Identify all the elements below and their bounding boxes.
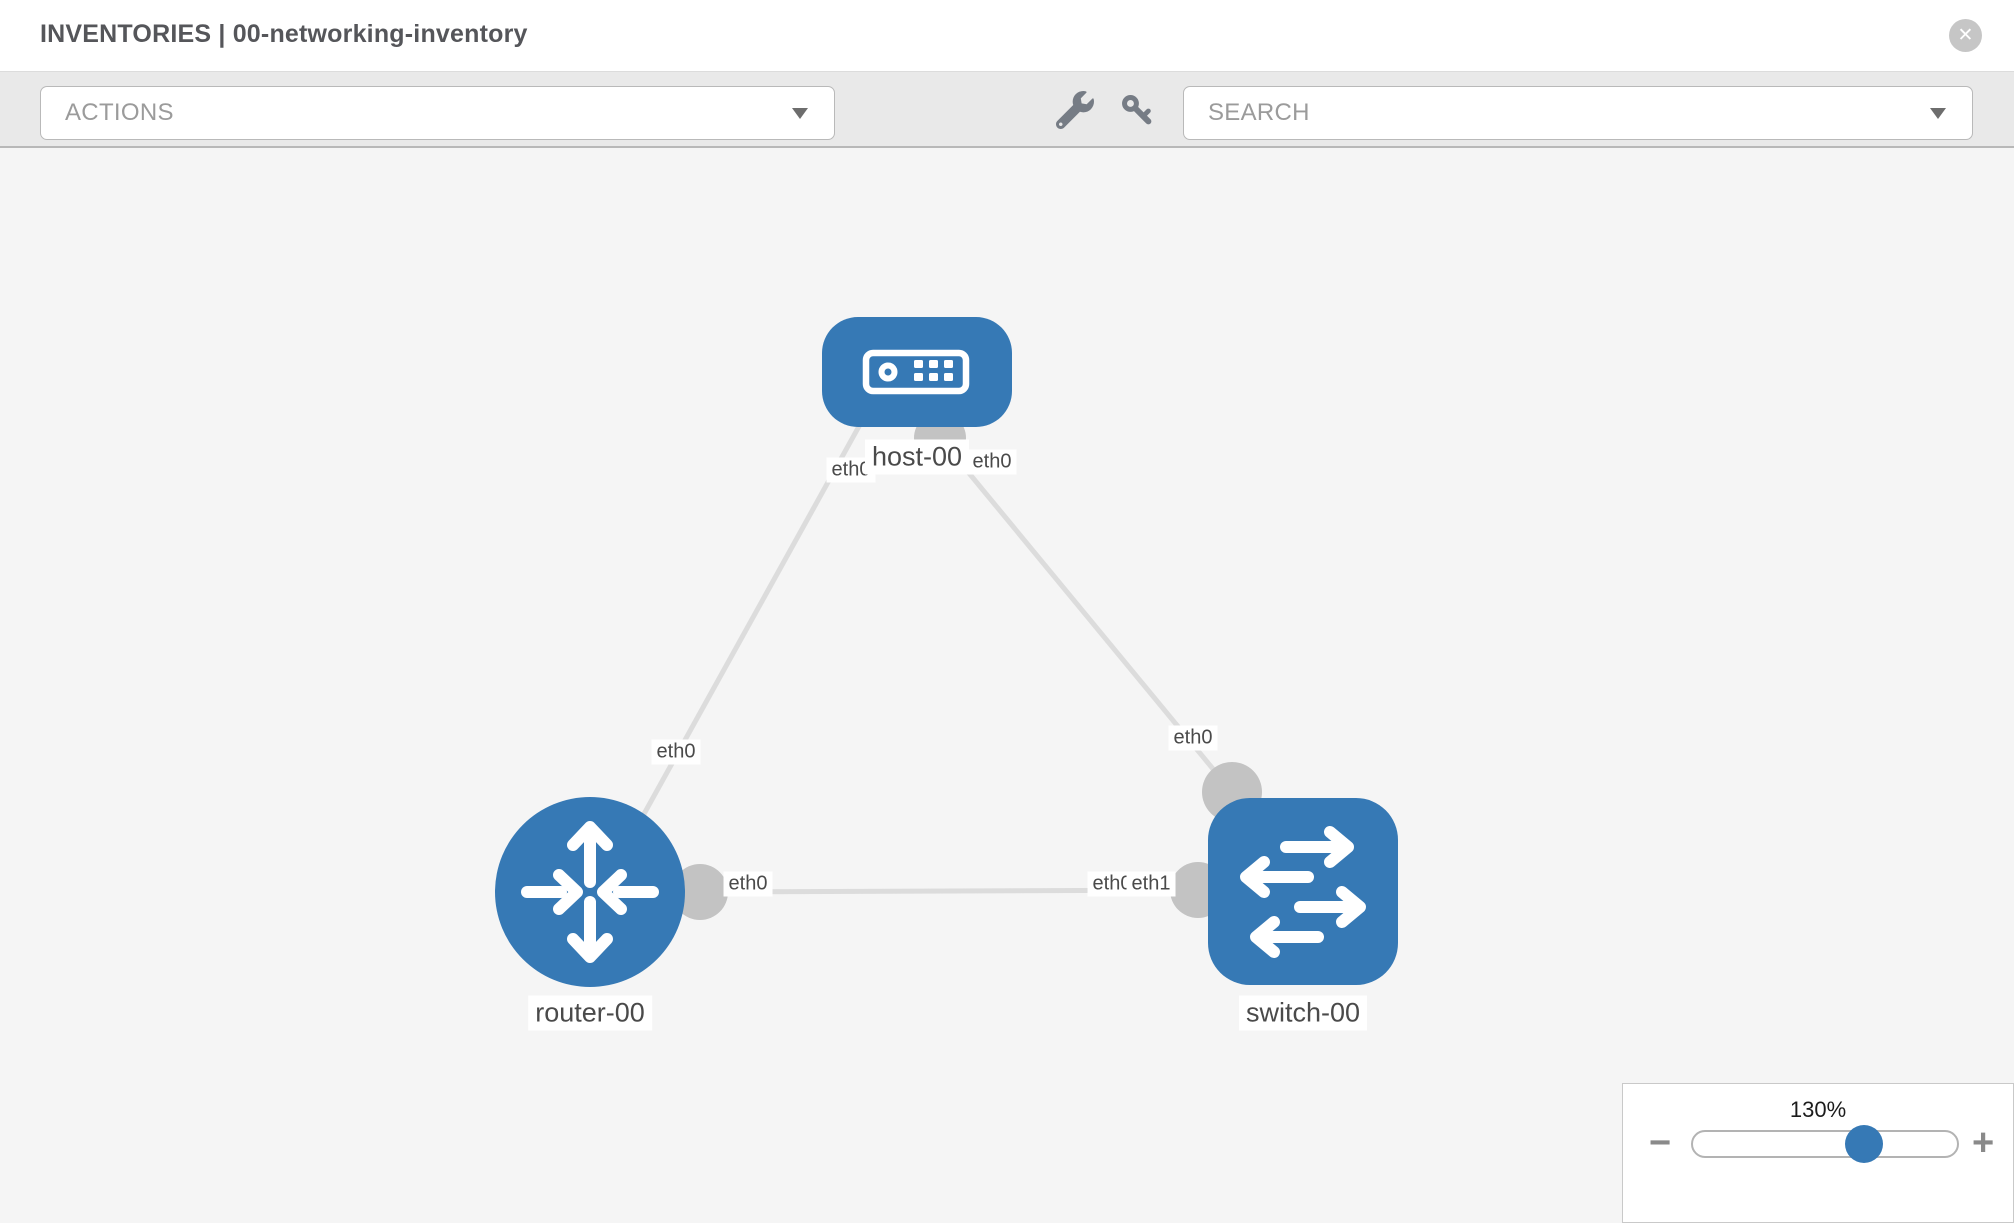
topology-canvas[interactable]: eth0 eth0 eth0 eth0 eth0 eth0 eth1 host-… xyxy=(0,150,2014,1200)
actions-dropdown[interactable]: ACTIONS xyxy=(40,86,835,140)
zoom-slider-track[interactable] xyxy=(1691,1130,1959,1158)
zoom-level: 130% xyxy=(1789,1097,1847,1122)
node-router-00[interactable] xyxy=(495,797,685,987)
search-dropdown[interactable]: SEARCH xyxy=(1183,86,1973,140)
node-switch-00[interactable] xyxy=(1208,798,1398,985)
close-icon: ✕ xyxy=(1957,25,1974,46)
header: INVENTORIES | 00-networking-inventory ✕ xyxy=(0,0,2014,72)
connector-router-right xyxy=(672,864,728,920)
interface-label-host-eth0-right: eth0 xyxy=(967,449,1017,475)
close-button[interactable]: ✕ xyxy=(1949,19,1982,52)
page-title: INVENTORIES | 00-networking-inventory xyxy=(40,20,528,48)
key-icon[interactable] xyxy=(1118,91,1156,129)
toolbar: ACTIONS SEARCH xyxy=(0,72,2014,148)
zoom-panel: 130% − + xyxy=(1622,1083,2014,1223)
host-icon xyxy=(862,349,970,395)
wrench-icon[interactable] xyxy=(1056,91,1094,129)
zoom-out-button[interactable]: − xyxy=(1649,1124,1671,1162)
minus-icon: − xyxy=(1649,1122,1672,1164)
interface-label-switch-link-eth0: eth0 xyxy=(1168,725,1218,751)
node-label-router-00[interactable]: router-00 xyxy=(528,995,652,1031)
interface-label-router-link-eth0: eth0 xyxy=(651,739,701,765)
interface-label-router-eth0: eth0 xyxy=(723,871,773,897)
actions-dropdown-label: ACTIONS xyxy=(65,99,174,126)
switch-icon xyxy=(1240,826,1366,958)
chevron-down-icon xyxy=(792,108,808,119)
zoom-slider-handle[interactable] xyxy=(1845,1125,1883,1163)
router-icon xyxy=(521,821,659,963)
node-label-host-00[interactable]: host-00 xyxy=(864,439,970,475)
chevron-down-icon xyxy=(1930,108,1946,119)
interface-label-switch-eth1: eth1 xyxy=(1126,871,1176,897)
plus-icon: + xyxy=(1972,1122,1995,1164)
zoom-in-button[interactable]: + xyxy=(1972,1124,1994,1162)
search-dropdown-label: SEARCH xyxy=(1208,99,1310,126)
link-host-router[interactable] xyxy=(621,372,891,852)
node-label-switch-00[interactable]: switch-00 xyxy=(1238,995,1368,1031)
node-host-00[interactable] xyxy=(822,317,1012,427)
